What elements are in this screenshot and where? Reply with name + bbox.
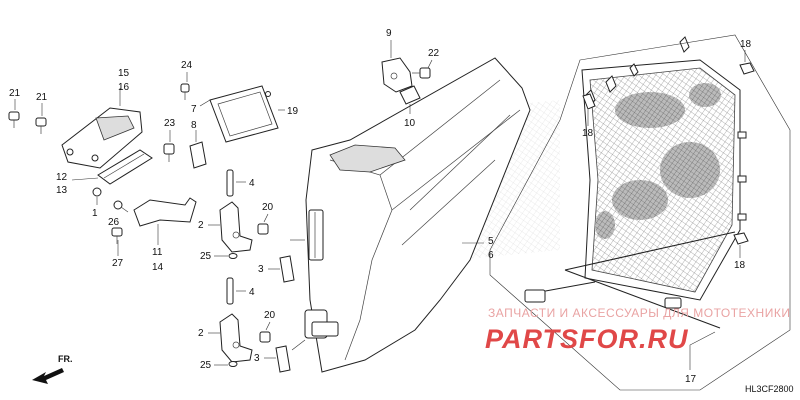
- bolt-27: [111, 227, 123, 244]
- callout-1: 1: [92, 208, 98, 219]
- callout-10: 10: [404, 118, 416, 129]
- screw-21-b: [35, 117, 47, 134]
- callout-11: 11: [152, 247, 163, 258]
- pin-4-lower: [226, 277, 234, 305]
- callout-26: 26: [108, 217, 120, 228]
- callout-4-upper: 4: [249, 178, 255, 189]
- callout-20-upper: 20: [262, 202, 274, 213]
- clip-8: [189, 141, 207, 169]
- callout-5: 5: [488, 236, 494, 247]
- bolt-23: [163, 143, 175, 162]
- bushing-3-upper: [279, 255, 295, 283]
- hinge-2-upper: [219, 201, 253, 253]
- callout-18-left: 18: [582, 128, 594, 139]
- callout-27: 27: [112, 258, 124, 269]
- callout-14: 14: [152, 262, 164, 273]
- washer-25-upper: [228, 253, 238, 259]
- stopper-10: [399, 85, 421, 105]
- screw-20-lower: [259, 331, 271, 343]
- callout-17: 17: [685, 374, 697, 385]
- bolt-26: [113, 200, 129, 213]
- clip-18-bottom: [733, 232, 749, 245]
- door-net: [524, 36, 747, 329]
- screw-20-upper: [257, 223, 269, 235]
- callout-4-lower: 4: [249, 287, 255, 298]
- callout-12: 12: [56, 172, 68, 183]
- callout-16: 16: [118, 82, 130, 93]
- bushing-3-lower: [275, 345, 291, 373]
- callout-15: 15: [118, 68, 130, 79]
- callout-21-a: 21: [9, 88, 21, 99]
- callout-18-bottom: 18: [734, 260, 746, 271]
- callout-18-top: 18: [740, 39, 752, 50]
- clip-18-top: [739, 62, 755, 75]
- callout-24: 24: [181, 60, 193, 71]
- bolt-22: [412, 67, 431, 79]
- washer-1: [92, 187, 102, 197]
- door-panel: [304, 57, 531, 373]
- callout-2-lower: 2: [198, 328, 204, 339]
- callout-25-upper: 25: [200, 251, 212, 262]
- callout-3-upper: 3: [258, 264, 264, 275]
- clip-18-left: [582, 93, 596, 110]
- watermark-tagline: ЗАПЧАСТИ И АКСЕССУАРЫ ДЛЯ МОТОТЕХНИКИ: [488, 306, 790, 320]
- callout-8: 8: [191, 120, 197, 131]
- striker-9: [381, 57, 413, 93]
- callout-25-lower: 25: [200, 360, 212, 371]
- bolt-24: [180, 83, 190, 100]
- callout-22: 22: [428, 48, 440, 59]
- inner-handle: [97, 149, 153, 185]
- callout-21-b: 21: [36, 92, 48, 103]
- pin-4-upper: [226, 169, 234, 197]
- latch-housing: [61, 107, 143, 169]
- callout-3-lower: 3: [254, 353, 260, 364]
- callout-19: 19: [287, 106, 299, 117]
- front-direction-label: FR.: [58, 354, 73, 364]
- screw-21-a: [8, 111, 20, 128]
- callout-7: 7: [191, 104, 197, 115]
- hinge-2-lower: [219, 313, 253, 363]
- cover-plate: [209, 85, 279, 143]
- callout-20-lower: 20: [264, 310, 276, 321]
- latch-bracket: [133, 197, 197, 227]
- callout-2-upper: 2: [198, 220, 204, 231]
- callout-6: 6: [488, 250, 494, 261]
- callout-9: 9: [386, 28, 392, 39]
- callout-13: 13: [56, 185, 68, 196]
- watermark-brand: PARTSFOR.RU: [485, 324, 689, 354]
- front-direction-arrow-icon: [32, 368, 64, 384]
- callout-23: 23: [164, 118, 176, 129]
- diagram-code: HL3CF2800: [745, 384, 794, 394]
- washer-25-lower: [228, 361, 238, 367]
